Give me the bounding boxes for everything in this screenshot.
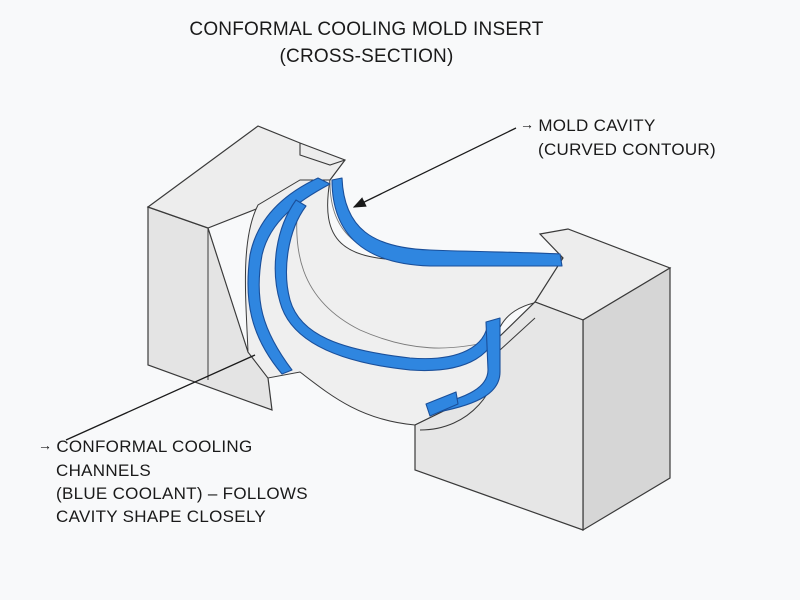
channels-label-line-1: →CONFORMAL COOLING bbox=[38, 435, 308, 459]
cavity-leader-arrow bbox=[352, 127, 517, 208]
arrow-right-icon: → bbox=[38, 437, 53, 453]
channels-leader-line bbox=[65, 354, 256, 441]
cooling-channel-bottom bbox=[425, 391, 459, 417]
channels-label-line-3: (BLUE COOLANT) – FOLLOWS bbox=[56, 484, 308, 503]
channels-label-line-4: CAVITY SHAPE CLOSELY bbox=[56, 507, 267, 526]
title-line-1: CONFORMAL COOLING MOLD INSERT bbox=[189, 19, 544, 40]
cavity-contour-line bbox=[296, 187, 497, 349]
left-block-step bbox=[299, 143, 346, 166]
mold-cavity-label-line-2: (CURVED CONTOUR) bbox=[538, 140, 716, 159]
diagram-title: CONFORMAL COOLING MOLD INSERT (CROSS-SEC… bbox=[0, 16, 733, 70]
cooling-channel-upper bbox=[331, 177, 563, 267]
mold-cavity-label-text: MOLD CAVITY bbox=[538, 116, 656, 135]
arrow-right-icon: → bbox=[520, 116, 535, 132]
mold-cavity-label: →MOLD CAVITY (CURVED CONTOUR) bbox=[520, 114, 716, 161]
channels-label-line-2: CHANNELS bbox=[56, 461, 151, 480]
channels-label-text: CONFORMAL COOLING bbox=[56, 437, 253, 456]
cooling-channels-label: →CONFORMAL COOLING CHANNELS (BLUE COOLAN… bbox=[38, 435, 308, 528]
cooling-channels bbox=[247, 177, 563, 417]
mold-cavity-label-line-1: →MOLD CAVITY bbox=[520, 114, 716, 138]
cooling-channel-left-outer bbox=[247, 177, 331, 375]
title-line-2: (CROSS-SECTION) bbox=[279, 46, 454, 67]
